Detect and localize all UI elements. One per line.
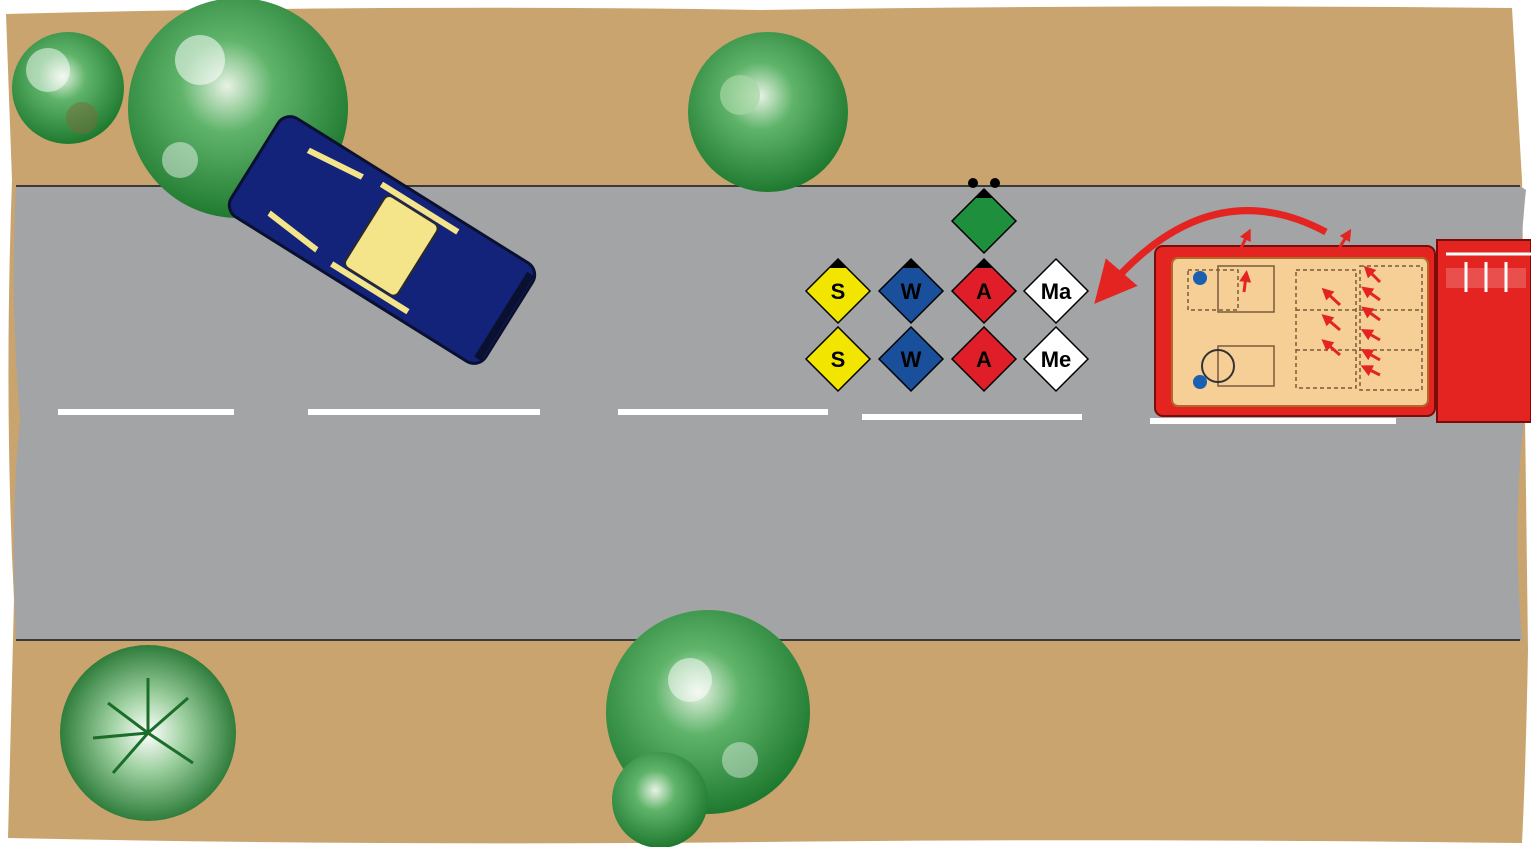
- unit-leader-dot: [990, 178, 1000, 188]
- crew-label: W: [901, 279, 922, 304]
- tree-icon: [12, 32, 124, 144]
- crew-label: Ma: [1041, 279, 1072, 304]
- crew-label: S: [831, 279, 846, 304]
- crew-label: A: [976, 347, 992, 372]
- tree-icon: [60, 645, 236, 821]
- fire-truck-icon: [1155, 234, 1531, 422]
- crew-label: Me: [1041, 347, 1072, 372]
- crew-label: S: [831, 347, 846, 372]
- crew-label: W: [901, 347, 922, 372]
- tree-icon: [688, 32, 848, 192]
- unit-leader-dot: [968, 178, 978, 188]
- crew-label: A: [976, 279, 992, 304]
